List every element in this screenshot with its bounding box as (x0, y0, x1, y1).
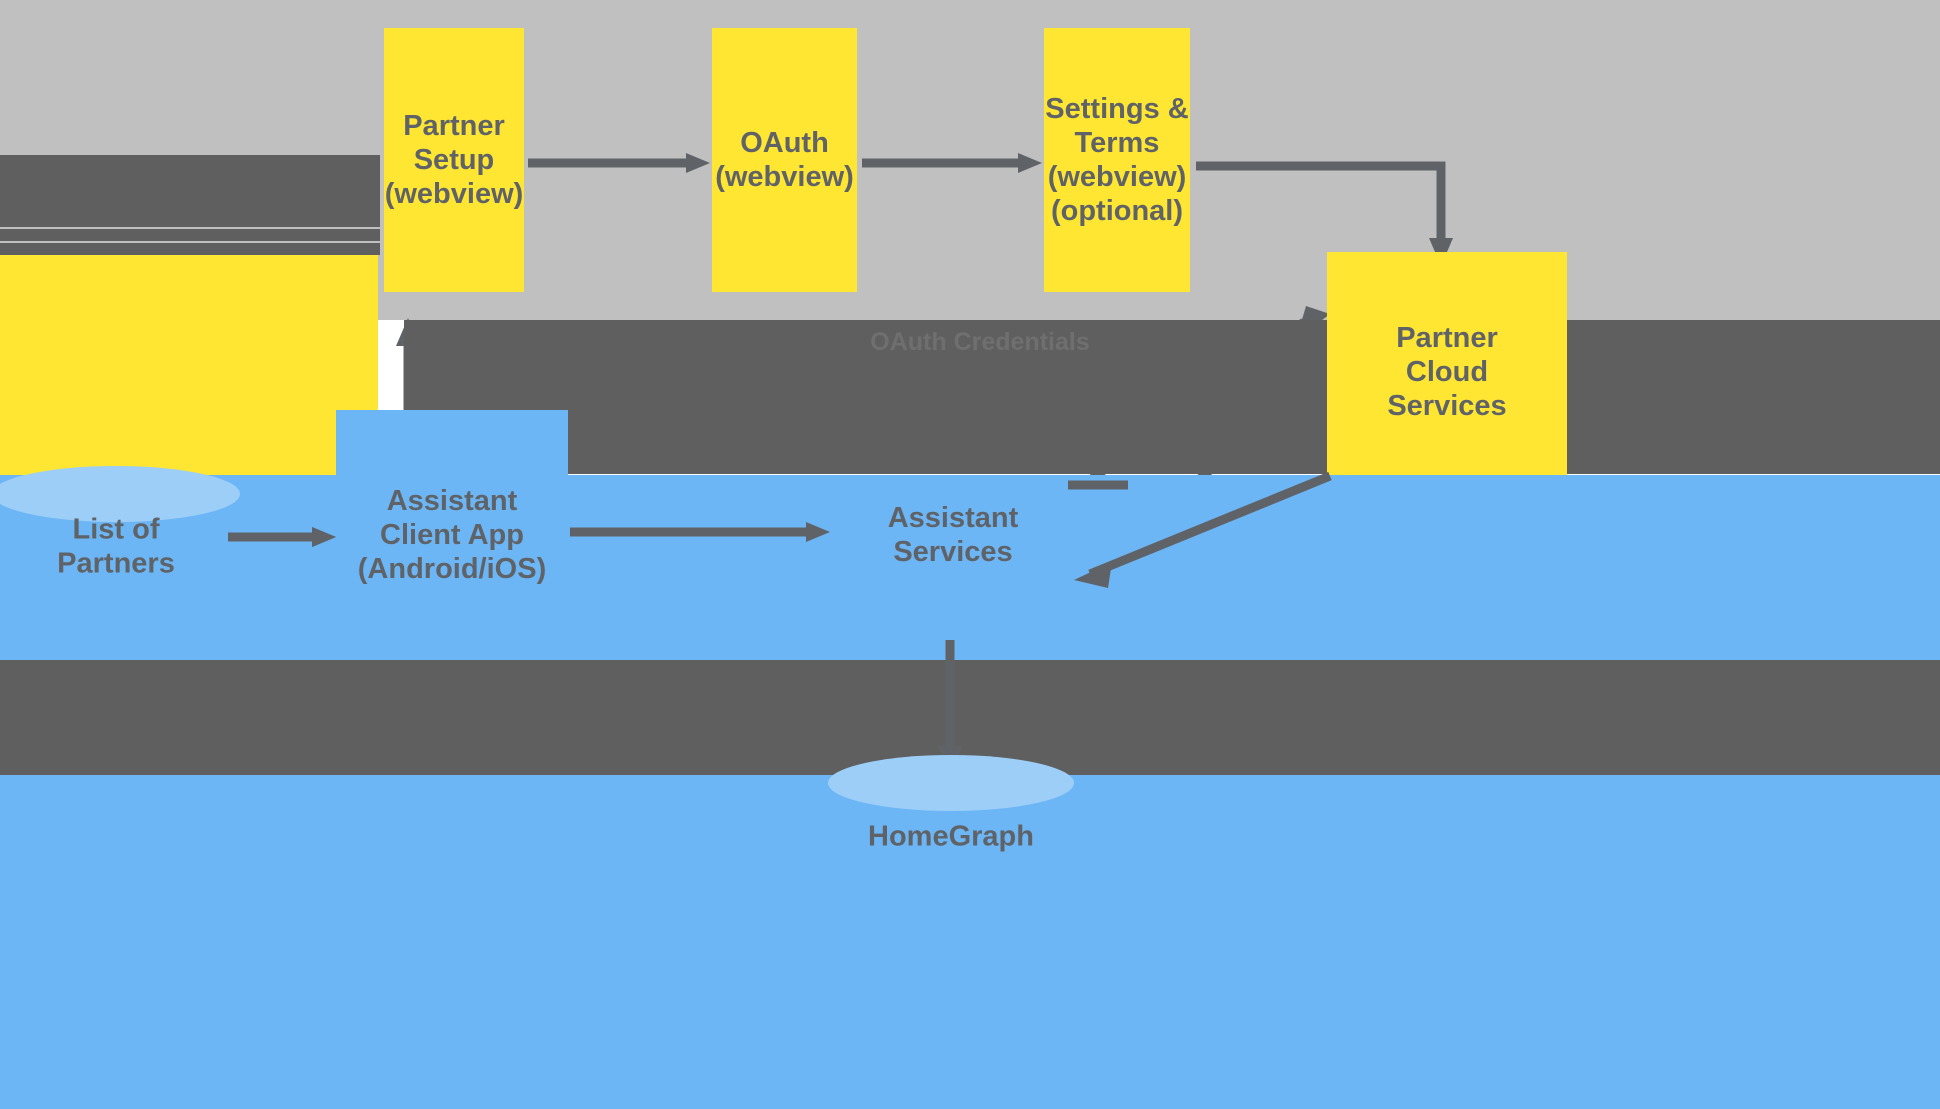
node-settings-terms-label: Settings & Terms (webview) (optional) (1045, 92, 1189, 228)
node-partner-setup[interactable]: Partner Setup (webview) (384, 28, 524, 292)
node-assistant-client-app-overlay[interactable]: Assistant Client App (Android/iOS) (336, 410, 568, 660)
datastore-list-of-partners-overlay[interactable]: List of Partners (0, 466, 240, 614)
edge-setup-to-assistant-client (388, 318, 428, 423)
edge-partners-to-client-overlay (228, 526, 338, 548)
edge-services-to-partner-cloud-overlay (1068, 470, 1338, 500)
node-settings-terms[interactable]: Settings & Terms (webview) (optional) (1044, 28, 1190, 292)
edge-client-to-services-overlay (570, 521, 832, 543)
left-yellow-panel-overlay (0, 255, 378, 475)
edge-label-oauth-credentials-overlay: OAuth Credentials (870, 328, 1090, 356)
edge-oauth-to-settings (862, 152, 1044, 174)
node-partner-cloud-services-overlay[interactable]: Partner Cloud Services (1327, 252, 1567, 492)
node-oauth[interactable]: OAuth (webview) (712, 28, 857, 292)
node-assistant-services-overlay[interactable]: Assistant Services (887, 501, 1019, 568)
edge-setup-to-oauth (528, 152, 712, 174)
node-partner-setup-label: Partner Setup (webview) (384, 109, 524, 211)
node-oauth-label: OAuth (webview) (715, 126, 854, 193)
datastore-homegraph-label-overlay: HomeGraph (868, 820, 1034, 853)
edge-partner-cloud-to-services-overlay (1068, 470, 1358, 592)
datastore-homegraph-overlay[interactable]: HomeGraph (828, 755, 1074, 905)
